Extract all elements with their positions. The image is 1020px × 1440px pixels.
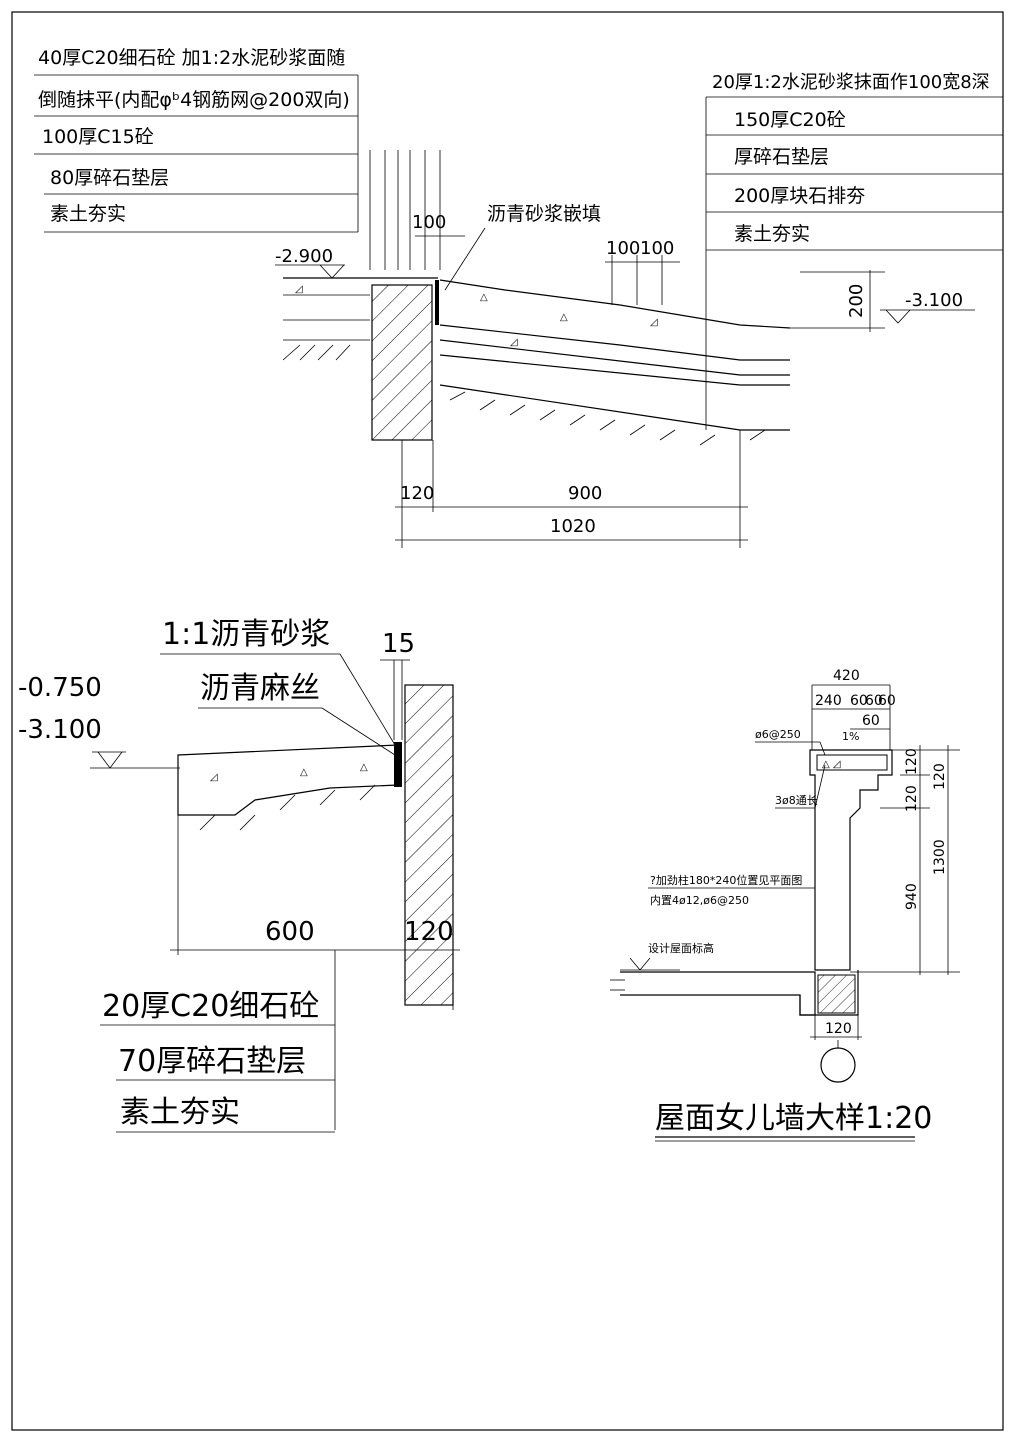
note-a-right-5: 素土夯实 [734,223,810,245]
sheet-border [11,11,1004,1431]
elev-bottom-b: -3.100 [18,715,102,745]
detail-a-dimensions: 120 900 1020 [395,430,748,548]
roof-slab [620,971,816,1016]
detail-b: 1:1沥青砂浆 沥青麻丝 15 -0.750 -3.100 ◿ △ △ 600 … [18,617,460,1133]
detail-a-leaders [369,150,441,270]
note-a-left-5: 素土夯实 [50,203,126,225]
dim-inner: 60 [862,713,880,729]
detail-a-right-notes: 20厚1:2水泥砂浆抹面作100宽8深 150厚C20砼 厚碎石垫层 200厚块… [705,72,1003,430]
detail-a-wall [371,284,433,441]
svg-text:△: △ [560,312,568,323]
dim-bottom: 120 [825,1021,852,1037]
detail-b-wall [404,684,454,1006]
svg-text:△ ◿: △ ◿ [822,759,841,770]
dim-v-2: 120 [904,785,920,812]
detail-a-left-slab: ◿ [282,277,438,361]
detail-a-sloped-slab: △ △ ◿ ◿ [439,279,791,446]
svg-text:△: △ [360,762,368,773]
note-a-left-2: 倒随抹平(内配φᵇ4钢筋网@200双向) [38,89,350,111]
dim-top-4: 60 [878,693,896,709]
column-note: ?加劲柱180*240位置见平面图 [650,873,802,887]
note-a-right-4: 200厚块石排夯 [734,185,865,207]
rebar-top: ø6@250 [755,728,801,741]
dim-v-1: 120 [904,748,920,775]
elev-right: -3.100 [905,290,963,311]
note-a-right-1: 20厚1:2水泥砂浆抹面作100宽8深 [712,72,990,93]
parapet-coping [809,749,893,971]
label-joint: 沥青砂浆嵌填 [487,203,601,225]
dim-v-3: 940 [904,883,920,910]
svg-text:◿: ◿ [295,284,303,295]
elev-top-b: -0.750 [18,673,102,703]
dim-slab-a: 900 [568,483,602,504]
dim-apron-b: 600 [265,917,315,947]
detail-c-title: 屋面女儿墙大样1:20 [655,1101,932,1136]
note-a-right-3: 厚碎石垫层 [734,146,829,168]
rebar-long: 3ø8通长 [775,794,818,807]
detail-a: 40厚C20细石砼 加1:2水泥砂浆面随 倒随抹平(内配φᵇ4钢筋网@200双向… [34,47,1003,548]
dim-wall-a: 120 [400,483,434,504]
dim-gap: 15 [382,629,415,659]
detail-a-left-notes: 40厚C20细石砼 加1:2水泥砂浆面随 倒随抹平(内配φᵇ4钢筋网@200双向… [34,47,359,233]
note-a-left-4: 80厚碎石垫层 [50,167,169,189]
svg-text:◿: ◿ [210,772,218,783]
dim-height: 200 [846,284,867,318]
elev-left: -2.900 [275,246,333,267]
dim-groove-2: 100 [640,238,674,259]
dim-v-120: 120 [932,763,948,790]
column-note-2: 内置4ø12,ø6@250 [650,893,749,907]
dim-joint: 100 [412,212,446,233]
svg-text:△: △ [480,292,488,303]
note-a-left-1: 40厚C20细石砼 加1:2水泥砂浆面随 [38,47,345,69]
detail-c: 420 240 60 60 60 60 1% △ ◿ ø6@250 3ø8通长 … [610,668,960,1142]
dim-wall-b: 120 [404,917,454,947]
slope: 1% [842,730,859,743]
note-a-left-3: 100厚C15砼 [42,126,154,148]
note-a-right-2: 150厚C20砼 [734,109,846,131]
label-hemp: 沥青麻丝 [200,671,320,706]
roof-level: 设计屋面标高 [648,941,714,955]
note-b-1: 20厚C20细石砼 [102,989,319,1024]
svg-text:△: △ [300,767,308,778]
dim-top-2: 60 [850,693,868,709]
note-b-2: 70厚碎石垫层 [118,1044,306,1079]
dim-top-total: 420 [833,668,860,684]
detail-a-elevations: -2.900 -3.100 [275,246,975,324]
dim-top-1: 240 [815,693,842,709]
svg-text:◿: ◿ [650,317,658,328]
dim-groove-1: 100 [606,238,640,259]
dim-v-total: 1300 [932,839,948,875]
dim-total-a: 1020 [550,516,596,537]
label-mortar: 1:1沥青砂浆 [162,617,330,652]
dim-top-3: 60 [865,693,883,709]
svg-text:◿: ◿ [510,337,518,348]
axis-bubble [820,1047,856,1083]
note-b-3: 素土夯实 [120,1095,240,1130]
